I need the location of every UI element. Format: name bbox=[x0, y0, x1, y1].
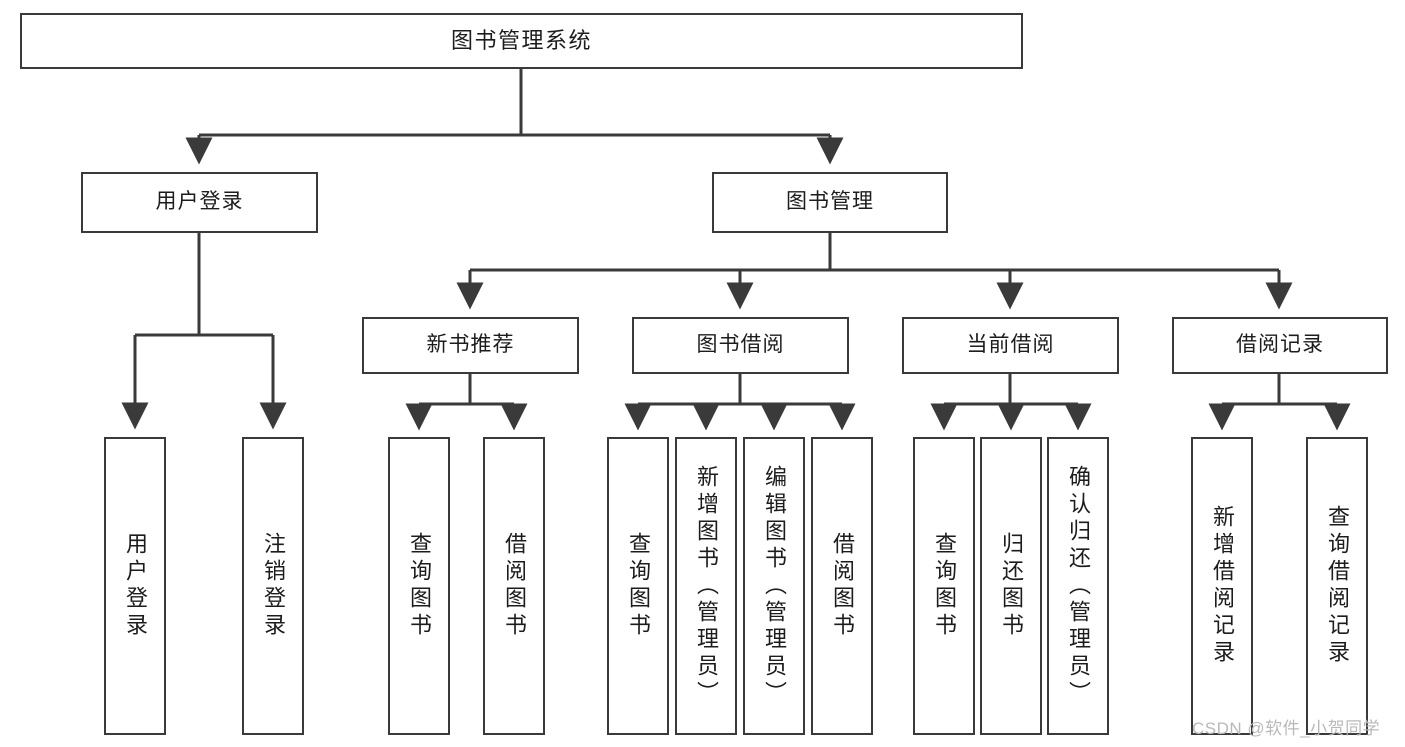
node-label: 确认归还（管理员） bbox=[1066, 464, 1091, 708]
leaf-query-book-recommend[interactable]: 查询图书 bbox=[388, 437, 450, 735]
leaf-return-book[interactable]: 归还图书 bbox=[980, 437, 1042, 735]
leaf-query-book-borrow[interactable]: 查询图书 bbox=[607, 437, 669, 735]
node-label: 借阅图书 bbox=[830, 532, 855, 640]
leaf-edit-book-admin[interactable]: 编辑图书（管理员） bbox=[743, 437, 805, 735]
leaf-borrow-book[interactable]: 借阅图书 bbox=[811, 437, 873, 735]
node-label: 新增图书（管理员） bbox=[694, 464, 719, 708]
node-new-book-recommend[interactable]: 新书推荐 bbox=[362, 317, 579, 374]
watermark: CSDN @软件_小贺同学 bbox=[1192, 719, 1381, 738]
node-label: 查询借阅记录 bbox=[1325, 505, 1350, 667]
leaf-user-login[interactable]: 用户登录 bbox=[104, 437, 166, 735]
leaf-query-borrow-record[interactable]: 查询借阅记录 bbox=[1306, 437, 1368, 735]
leaf-add-borrow-record[interactable]: 新增借阅记录 bbox=[1191, 437, 1253, 735]
node-user-login[interactable]: 用户登录 bbox=[81, 172, 318, 233]
leaf-borrow-book-recommend[interactable]: 借阅图书 bbox=[483, 437, 545, 735]
node-label: 编辑图书（管理员） bbox=[762, 464, 787, 708]
node-label: 新增借阅记录 bbox=[1210, 505, 1235, 667]
node-label: 查询图书 bbox=[932, 532, 957, 640]
leaf-logout[interactable]: 注销登录 bbox=[242, 437, 304, 735]
node-label: 查询图书 bbox=[626, 532, 651, 640]
node-label: 图书借阅 bbox=[696, 333, 785, 357]
node-label: 归还图书 bbox=[999, 532, 1024, 640]
node-label: 用户登录 bbox=[123, 532, 148, 640]
node-label: 图书管理系统 bbox=[450, 28, 592, 54]
node-root-system[interactable]: 图书管理系统 bbox=[20, 13, 1023, 69]
node-book-management[interactable]: 图书管理 bbox=[712, 172, 948, 233]
node-borrow-record[interactable]: 借阅记录 bbox=[1172, 317, 1388, 374]
node-label: 图书管理 bbox=[786, 190, 874, 214]
node-label: 当前借阅 bbox=[966, 333, 1055, 357]
node-book-borrow[interactable]: 图书借阅 bbox=[632, 317, 849, 374]
node-label: 查询图书 bbox=[407, 532, 432, 640]
leaf-query-book-current[interactable]: 查询图书 bbox=[913, 437, 975, 735]
node-label: 借阅图书 bbox=[502, 532, 527, 640]
node-label: 用户登录 bbox=[155, 190, 244, 214]
leaf-confirm-return-admin[interactable]: 确认归还（管理员） bbox=[1047, 437, 1109, 735]
node-label: 借阅记录 bbox=[1236, 333, 1324, 357]
node-label: 新书推荐 bbox=[426, 333, 515, 357]
leaf-add-book-admin[interactable]: 新增图书（管理员） bbox=[675, 437, 737, 735]
node-current-borrow[interactable]: 当前借阅 bbox=[902, 317, 1119, 374]
node-label: 注销登录 bbox=[261, 532, 286, 640]
